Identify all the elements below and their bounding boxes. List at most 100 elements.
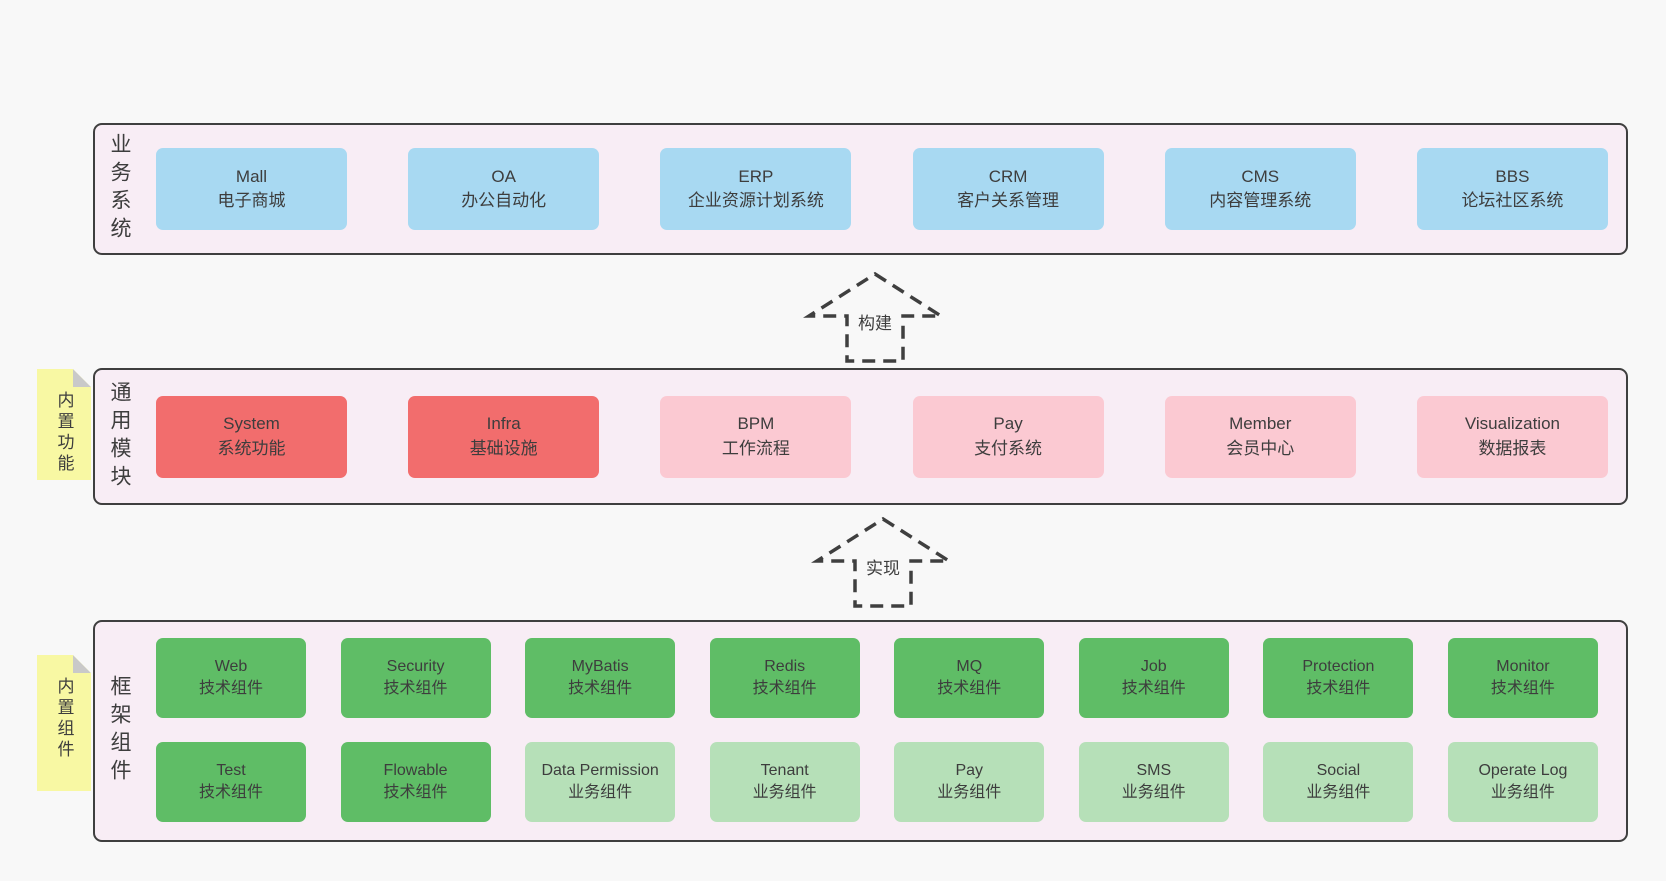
box-mq: MQ 技术组件 [894,638,1045,718]
box-desc: 支付系统 [974,438,1043,458]
box-desc: 技术组件 [937,680,1002,697]
arrow-build: 构建 [802,271,948,363]
box-name: Web [214,658,248,676]
box-desc: 会员中心 [1226,438,1295,458]
box-name: Operate Log [1478,762,1568,780]
box-name: Redis [764,658,806,676]
band-framework-components: 框架组件 Web 技术组件 Security 技术组件 MyBatis 技术组件… [93,620,1628,842]
box-desc: 电子商城 [217,191,286,210]
box-desc: 技术组件 [198,680,263,697]
box-desc: 内容管理系统 [1209,191,1312,210]
box-name: Job [1140,658,1167,676]
band-common-modules: 通用模块 System 系统功能 Infra 基础设施 BPM 工作流程 Pay… [93,368,1628,505]
box-desc: 技术组件 [198,784,263,801]
box-erp: ERP 企业资源计划系统 [660,148,852,230]
box-infra: Infra 基础设施 [408,395,600,478]
box-desc: 技术组件 [1490,680,1555,697]
box-desc: 技术组件 [383,680,448,697]
box-desc: 业务组件 [752,784,817,801]
box-monitor: Monitor 技术组件 [1447,638,1598,718]
box-pay: Pay 支付系统 [912,395,1104,478]
box-data-permission: Data Permission 业务组件 [525,742,676,822]
box-operate-log: Operate Log 业务组件 [1447,742,1598,822]
box-desc: 技术组件 [752,680,817,697]
box-name: Visualization [1464,414,1560,434]
box-desc: 办公自动化 [461,191,547,210]
box-crm: CRM 客户关系管理 [912,148,1104,230]
arrow-label-bg [852,310,898,336]
band-content: Web 技术组件 Security 技术组件 MyBatis 技术组件 Redi… [134,622,1626,840]
arrow-implement-label: 实现 [866,559,900,578]
box-desc: 工作流程 [721,438,790,458]
box-desc: 论坛社区系统 [1461,191,1564,210]
band-business-systems: 业务系统 Mall 电子商城 OA 办公自动化 ERP 企业资源计划系统 CRM… [93,123,1628,255]
box-desc: 业务组件 [1121,784,1186,801]
box-name: Flowable [383,762,448,780]
sticky-note-builtin-components: 内置组件 [37,655,91,791]
box-name: Security [386,658,445,676]
box-name: Mall [235,166,268,186]
box-name: Pay [993,414,1023,434]
box-redis: Redis 技术组件 [709,638,860,718]
box-pay-business: Pay 业务组件 [894,742,1045,822]
box-desc: 业务组件 [1490,784,1555,801]
arrow-label-bg [860,555,906,581]
sticky-label: 内置组件 [54,677,74,761]
box-desc: 技术组件 [1306,680,1371,697]
box-name: ERP [738,166,774,186]
box-desc: 客户关系管理 [957,191,1060,210]
box-desc: 数据报表 [1478,438,1547,458]
arrow-implement-outline [810,516,956,608]
box-system: System 系统功能 [156,395,347,478]
box-name: System [223,414,280,434]
box-name: BPM [737,414,775,434]
box-name: Protection [1302,658,1375,676]
band-label-framework-components: 框架组件 [108,675,131,787]
box-desc: 技术组件 [1121,680,1186,697]
box-name: Tenant [760,762,809,780]
box-name: MyBatis [571,658,629,676]
box-desc: 业务组件 [568,784,633,801]
box-name: CMS [1241,166,1280,186]
box-job: Job 技术组件 [1078,638,1229,718]
box-flowable: Flowable 技术组件 [340,742,491,822]
sticky-fold-corner [73,655,91,673]
box-sms: SMS 业务组件 [1078,742,1229,822]
box-name: BBS [1495,166,1530,186]
box-mall: Mall 电子商城 [156,148,347,230]
box-desc: 技术组件 [383,784,448,801]
box-name: Infra [486,414,521,434]
arrow-build-outline [802,271,948,363]
box-name: OA [491,166,516,186]
box-desc: 技术组件 [568,680,633,697]
arrow-implement: 实现 [810,516,956,608]
sticky-label: 内置功能 [54,391,74,475]
box-mybatis: MyBatis 技术组件 [525,638,676,718]
box-web: Web 技术组件 [156,638,306,718]
box-bbs: BBS 论坛社区系统 [1416,148,1608,230]
sticky-note-builtin-features: 内置功能 [37,369,91,480]
box-name: Test [216,762,246,780]
box-oa: OA 办公自动化 [408,148,600,230]
box-member: Member 会员中心 [1164,395,1356,478]
box-desc: 业务组件 [1306,784,1371,801]
band-content: Mall 电子商城 OA 办公自动化 ERP 企业资源计划系统 CRM 客户关系… [134,125,1626,253]
box-tenant: Tenant 业务组件 [709,742,860,822]
box-name: CRM [988,166,1028,186]
box-social: Social 业务组件 [1263,742,1414,822]
box-name: SMS [1136,762,1172,780]
box-desc: 系统功能 [217,438,286,458]
band-content: System 系统功能 Infra 基础设施 BPM 工作流程 Pay 支付系统… [134,370,1626,503]
box-security: Security 技术组件 [340,638,491,718]
sticky-fold-corner [73,369,91,387]
box-desc: 业务组件 [937,784,1002,801]
box-cms: CMS 内容管理系统 [1164,148,1356,230]
box-desc: 企业资源计划系统 [687,191,824,210]
band-label-business-systems: 业务系统 [108,133,131,245]
box-desc: 基础设施 [469,438,538,458]
box-test: Test 技术组件 [156,742,306,822]
box-name: Member [1229,414,1292,434]
band-label-common-modules: 通用模块 [108,380,131,493]
box-visualization: Visualization 数据报表 [1416,395,1608,478]
